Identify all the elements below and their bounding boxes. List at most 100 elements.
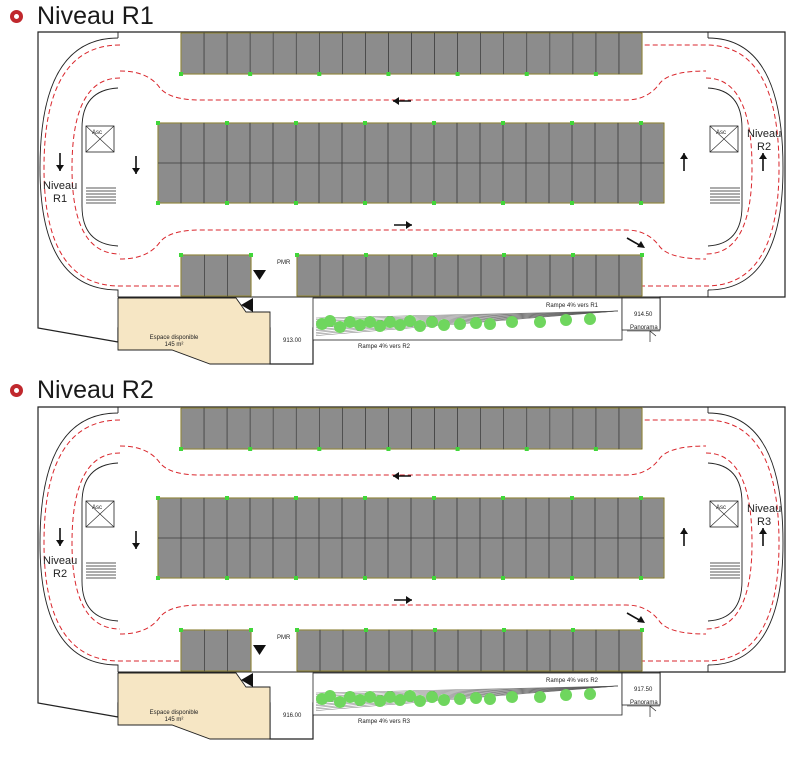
column-marker xyxy=(295,628,299,632)
circulation-left-inner xyxy=(71,452,121,630)
level-label-right: R2 xyxy=(757,141,771,153)
column-marker xyxy=(501,496,505,500)
elevator-left xyxy=(85,500,115,528)
circulation-outer-lane xyxy=(43,44,780,287)
column-marker xyxy=(317,447,322,451)
parking-row-bottom-right xyxy=(295,628,644,672)
bullet-icon xyxy=(10,9,23,23)
arrow-left-icon xyxy=(393,472,399,480)
column-marker xyxy=(455,72,460,76)
arrow-left-icon xyxy=(393,97,399,105)
parking-space xyxy=(618,629,643,672)
stairs-right xyxy=(710,562,740,579)
column-marker xyxy=(179,253,183,257)
column-marker xyxy=(571,628,575,632)
tree-icon xyxy=(560,689,572,701)
column-marker xyxy=(640,253,644,257)
level-label-right: Niveau xyxy=(747,128,781,140)
column-marker xyxy=(639,496,643,500)
circulation-bottom-lane xyxy=(119,604,707,635)
parking-space xyxy=(618,407,643,450)
tree-icon xyxy=(334,321,346,333)
arrow-up-icon xyxy=(680,528,688,534)
arrow-diagonal-icon xyxy=(637,616,645,623)
parking-row-bottom-right xyxy=(295,253,644,297)
triangle-left-icon xyxy=(241,298,253,312)
parking-space xyxy=(227,254,252,297)
column-marker xyxy=(570,576,574,580)
tree-icon xyxy=(354,319,366,331)
column-marker xyxy=(363,201,367,205)
elevator-label: Asc xyxy=(716,130,726,136)
parking-space xyxy=(618,254,643,297)
column-marker xyxy=(570,496,574,500)
left-end-wall xyxy=(39,32,119,297)
column-marker xyxy=(455,447,460,451)
tree-icon xyxy=(506,691,518,703)
tree-icon xyxy=(470,692,482,704)
ramp-hatch xyxy=(315,685,619,694)
tree-icon xyxy=(454,693,466,705)
tree-icon xyxy=(394,694,406,706)
ramp-up-label: Rampe 4% vers R1 xyxy=(546,303,599,309)
available-space-label: Espace disponible xyxy=(150,710,199,716)
tree-icon xyxy=(454,318,466,330)
circulation-outer-lane xyxy=(43,419,780,662)
tree-icon xyxy=(470,317,482,329)
parking-space xyxy=(227,629,252,672)
parking-row-top xyxy=(179,32,643,76)
tree-icon xyxy=(394,319,406,331)
column-marker xyxy=(179,72,183,76)
column-marker xyxy=(593,72,598,76)
level-title: Niveau R2 xyxy=(37,375,154,404)
tree-icon xyxy=(404,690,416,702)
column-marker xyxy=(570,121,574,125)
tree-icon xyxy=(324,315,336,327)
parking-row-background xyxy=(296,629,643,672)
panorama-label: Panorama xyxy=(630,700,658,706)
elevator-label: Asc xyxy=(92,130,102,136)
arrow-right-icon xyxy=(406,596,412,604)
left-end-wall xyxy=(39,407,119,672)
arrow-right-icon xyxy=(406,221,412,229)
elevation-left: 913.00 xyxy=(283,338,302,344)
ramp-hatch xyxy=(315,310,619,319)
available-space-area-label: 145 m² xyxy=(165,717,184,723)
column-marker xyxy=(593,447,598,451)
column-marker xyxy=(432,496,436,500)
tree-icon xyxy=(484,318,496,330)
column-marker xyxy=(640,628,644,632)
elevation-right: 914.50 xyxy=(634,312,653,318)
available-space-label: Espace disponible xyxy=(150,335,199,341)
tree-icon xyxy=(534,691,546,703)
tree-icon xyxy=(534,316,546,328)
panorama-room xyxy=(621,672,661,706)
parking-row-background xyxy=(180,629,252,672)
elevator-right xyxy=(709,125,739,153)
parking-row-background xyxy=(296,254,643,297)
column-marker xyxy=(225,576,229,580)
pmr-label: PMR xyxy=(277,260,291,266)
column-marker xyxy=(502,253,506,257)
parking-row-top xyxy=(179,407,643,451)
column-marker xyxy=(363,576,367,580)
vegetation xyxy=(316,313,596,333)
column-marker xyxy=(570,201,574,205)
tree-icon xyxy=(374,695,386,707)
arrow-down-icon xyxy=(56,165,64,171)
arrow-up-icon xyxy=(759,528,767,534)
column-marker xyxy=(501,121,505,125)
tree-icon xyxy=(324,690,336,702)
level-label-left: R1 xyxy=(53,193,67,205)
tree-icon xyxy=(506,316,518,328)
vegetation xyxy=(316,688,596,708)
circulation-top-lane xyxy=(119,70,707,101)
stairs-left xyxy=(86,187,116,204)
column-marker xyxy=(502,628,506,632)
level-label-left: Niveau xyxy=(43,555,77,567)
tree-icon xyxy=(344,316,356,328)
parking-row-bottom-left xyxy=(179,253,253,297)
column-marker xyxy=(317,72,322,76)
